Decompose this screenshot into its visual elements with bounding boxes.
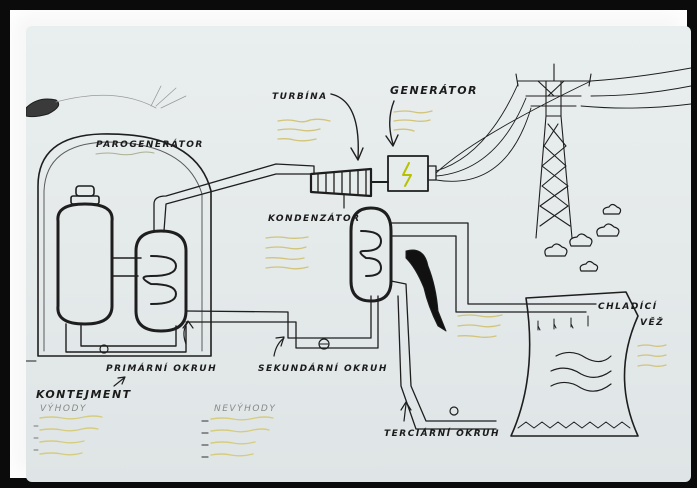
steam-generator-label: PAROGENERÁTOR (96, 140, 204, 150)
steam-generator (134, 229, 188, 333)
turbine-arrow (330, 93, 359, 159)
secondary-loop-steam (153, 163, 315, 232)
primary-loop-label: PRIMÁRNÍ OKRUH (106, 364, 218, 374)
generator (387, 155, 437, 192)
turbine (309, 167, 389, 198)
photo-frame: TURBÍNA GENERÁTOR PAROGENERÁTOR KONDENZÁ… (10, 10, 691, 482)
tertiary-loop (390, 222, 597, 313)
tertiary-loop-label: TERCIÁRNÍ OKRUH (384, 429, 500, 439)
secondary-loop-return (185, 295, 379, 349)
transmission-pylon (515, 63, 592, 239)
cooling-tower (510, 291, 639, 437)
cooling-tower-label: CHLADÍCÍ (598, 302, 658, 312)
handwritten-notes (33, 110, 667, 458)
power-lines (435, 67, 691, 182)
containment-dome (37, 133, 212, 357)
disadvantages-heading: NEVÝHODY (214, 404, 277, 414)
power-plant-drawing (26, 63, 691, 458)
cooling-water-arrow (405, 249, 447, 332)
steam-clouds (544, 203, 622, 272)
cooling-tower-label-2: VĚŽ (640, 318, 665, 328)
reactor-vessel (56, 185, 114, 326)
condenser-label: KONDENZÁTOR (268, 214, 361, 224)
paper-sheet: TURBÍNA GENERÁTOR PAROGENERÁTOR KONDENZÁ… (26, 26, 691, 482)
generator-arrow (389, 100, 395, 145)
containment-label: KONTEJMENT (36, 388, 132, 401)
secondary-loop-label: SEKUNDÁRNÍ OKRUH (258, 364, 388, 374)
advantages-heading: VÝHODY (40, 404, 87, 414)
turbine-label: TURBÍNA (272, 92, 328, 102)
generator-label: GENERÁTOR (390, 84, 479, 97)
sketch-blob (26, 98, 60, 118)
